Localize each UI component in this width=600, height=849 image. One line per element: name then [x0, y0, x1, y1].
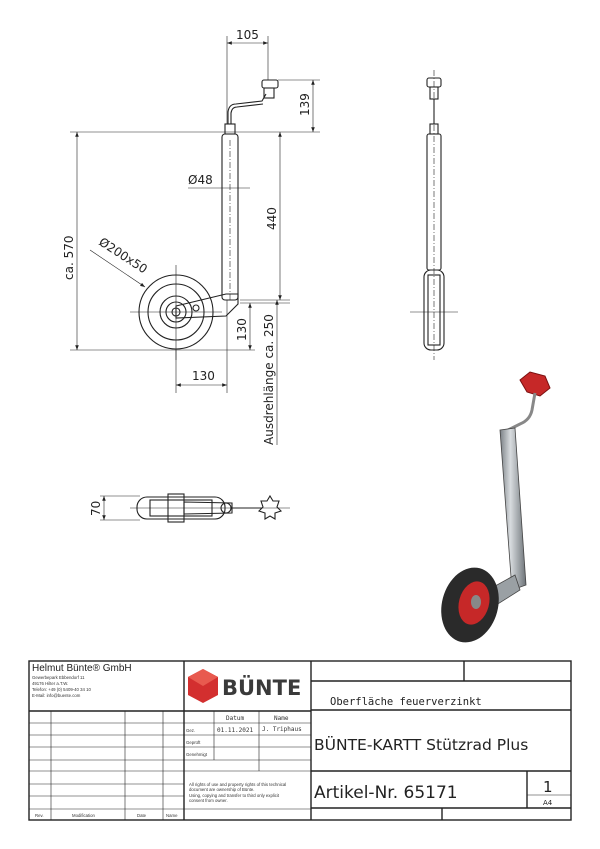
label-name: Name — [166, 813, 178, 818]
rights-text: All rights of use and property rights of… — [189, 782, 286, 787]
title-block: Helmut Bünte® GmbH Gewerbepark Ebbendorf… — [28, 660, 572, 821]
sheet-number: 1 — [543, 778, 553, 796]
dim-wheel-height: 130 — [235, 318, 249, 341]
rights-text: document are ownership of Bünte. — [189, 787, 254, 792]
drawing-date: 01.11.2021 — [217, 727, 254, 734]
address-phone: Telefon: +49 (0) 5409-40 34 10 — [32, 687, 91, 692]
row-geprueft: Geprüft — [186, 740, 201, 745]
dim-crank-offset: 105 — [236, 28, 259, 42]
label-date: Date — [137, 813, 147, 818]
product-title: BÜNTE-KARTT Stützrad Plus — [314, 735, 528, 754]
row-genehmigt: Genehmigt — [186, 752, 208, 757]
dim-tube-diameter: Ø48 — [188, 173, 213, 187]
bunte-logo: BÜNTE — [188, 669, 301, 703]
paper-format: A4 — [543, 799, 553, 807]
dim-top-width: 70 — [89, 501, 103, 516]
product-render — [441, 371, 551, 643]
company-name: Helmut Bünte® GmbH — [32, 663, 132, 674]
dim-extension: Ausdrehlänge ca. 250 — [262, 314, 276, 445]
front-view — [130, 79, 279, 360]
col-datum: Datum — [226, 715, 244, 722]
front-dimensions: 105 139 Ø48 ca. 570 440 Ø200x50 130 130 … — [62, 28, 320, 445]
label-modification: Modification — [72, 813, 96, 818]
dim-crank-height: 139 — [298, 93, 312, 116]
label-rev: Rev. — [35, 813, 44, 818]
top-view: 70 — [89, 493, 290, 523]
dim-total-height: ca. 570 — [62, 236, 76, 280]
svg-text:BÜNTE: BÜNTE — [222, 675, 301, 700]
side-view — [410, 70, 458, 360]
dim-wheel-size: Ø200x50 — [96, 235, 150, 277]
surface-note: Oberfläche feuerverzinkt — [330, 696, 482, 708]
dim-wheel-offset: 130 — [192, 369, 215, 383]
col-name: Name — [274, 715, 289, 722]
dim-tube-length: 440 — [265, 207, 279, 230]
article-number: Artikel-Nr. 65171 — [314, 783, 458, 803]
address-line: Gewerbepark Ebbendorf 11 — [32, 675, 85, 680]
address-email: E-Mail: info@buente.com — [32, 693, 81, 698]
drawer-name: J. Triphaus — [262, 726, 302, 733]
address-line: 49176 Hilter a.T.W. — [32, 681, 68, 686]
rights-text: Using, copying and transfer to third onl… — [189, 793, 280, 798]
row-gez: Gez. — [186, 728, 195, 733]
rights-text: consent from owner. — [189, 798, 228, 803]
